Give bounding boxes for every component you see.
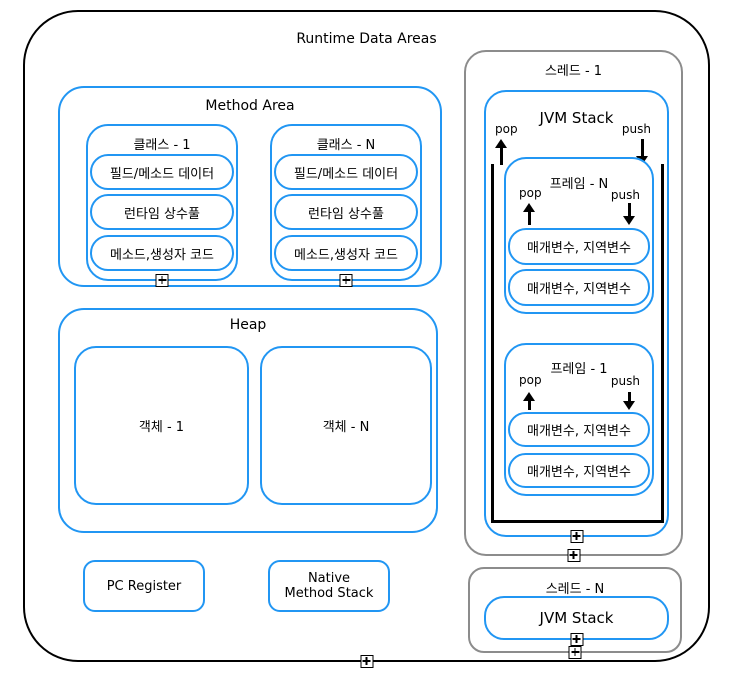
class-item: 런타임 상수풀 — [90, 194, 234, 230]
push-label: push — [621, 122, 651, 136]
class-1-label: 클래스 - 1 — [133, 138, 191, 153]
pop-label: pop — [495, 122, 518, 136]
push-label: push — [610, 188, 640, 202]
stack-walls — [491, 164, 664, 523]
frame-item: 매개변수, 지역변수 — [508, 228, 650, 265]
expand-icon[interactable] — [567, 548, 580, 562]
frame-item: 매개변수, 지역변수 — [508, 453, 650, 488]
frame-1-label: 프레임 - 1 — [550, 362, 608, 377]
class-item: 런타임 상수풀 — [274, 194, 418, 230]
expand-icon[interactable] — [360, 654, 373, 668]
class-item: 필드/메소드 데이터 — [90, 154, 234, 190]
expand-icon[interactable] — [339, 273, 353, 287]
frame-item: 매개변수, 지역변수 — [508, 269, 650, 306]
class-item: 필드/메소드 데이터 — [274, 154, 418, 190]
frame-n-box: 프레임 - N pop push 매개변수, 지역변수 매개변수, 지역변수 — [504, 157, 654, 314]
heap-box: Heap 객체 - 1 객체 - N — [58, 308, 438, 533]
expand-icon[interactable] — [570, 529, 583, 543]
push-label: push — [610, 374, 640, 388]
expand-icon[interactable] — [155, 273, 169, 287]
push-arrow-icon — [623, 392, 635, 410]
pop-label: pop — [519, 373, 542, 387]
pop-arrow-icon — [523, 203, 535, 225]
object-n-box: 객체 - N — [260, 346, 432, 505]
class-n-box: 클래스 - N 필드/메소드 데이터 런타임 상수풀 메소드,생성자 코드 — [270, 124, 422, 287]
class-n-label: 클래스 - N — [316, 138, 376, 153]
heap-label: Heap — [229, 317, 267, 333]
push-arrow-icon — [623, 203, 635, 225]
thread-n-box: 스레드 - N JVM Stack — [468, 567, 682, 659]
expand-icon[interactable] — [570, 632, 583, 646]
thread-1-label: 스레드 - 1 — [544, 64, 603, 79]
frame-n-label: 프레임 - N — [549, 177, 609, 192]
class-item: 메소드,생성자 코드 — [90, 235, 234, 271]
frame-1-box: 프레임 - 1 pop push 매개변수, 지역변수 매개변수, 지역변수 — [504, 343, 654, 496]
thread-1-box: 스레드 - 1 JVM Stack pop push 프레임 - N pop p… — [464, 50, 683, 562]
native-method-stack-box: Native Method Stack — [268, 560, 390, 612]
pc-register-box: PC Register — [83, 560, 205, 612]
method-area-box: Method Area 클래스 - 1 필드/메소드 데이터 런타임 상수풀 메… — [58, 86, 442, 287]
pop-arrow-icon — [523, 392, 535, 410]
jvm-stack-box: JVM Stack — [484, 596, 669, 646]
expand-icon[interactable] — [568, 645, 582, 659]
class-item: 메소드,생성자 코드 — [274, 235, 418, 271]
method-area-label: Method Area — [205, 98, 295, 114]
frame-item: 매개변수, 지역변수 — [508, 412, 650, 447]
thread-n-label: 스레드 - N — [545, 582, 605, 597]
object-1-box: 객체 - 1 — [74, 346, 249, 505]
pop-arrow-icon — [495, 139, 507, 165]
jvm-stack-label: JVM Stack — [539, 109, 614, 127]
pop-label: pop — [519, 186, 542, 200]
jvm-stack-box: JVM Stack pop push 프레임 - N pop push 매개변수… — [484, 90, 669, 543]
class-1-box: 클래스 - 1 필드/메소드 데이터 런타임 상수풀 메소드,생성자 코드 — [86, 124, 238, 287]
diagram-title: Runtime Data Areas — [296, 31, 437, 47]
